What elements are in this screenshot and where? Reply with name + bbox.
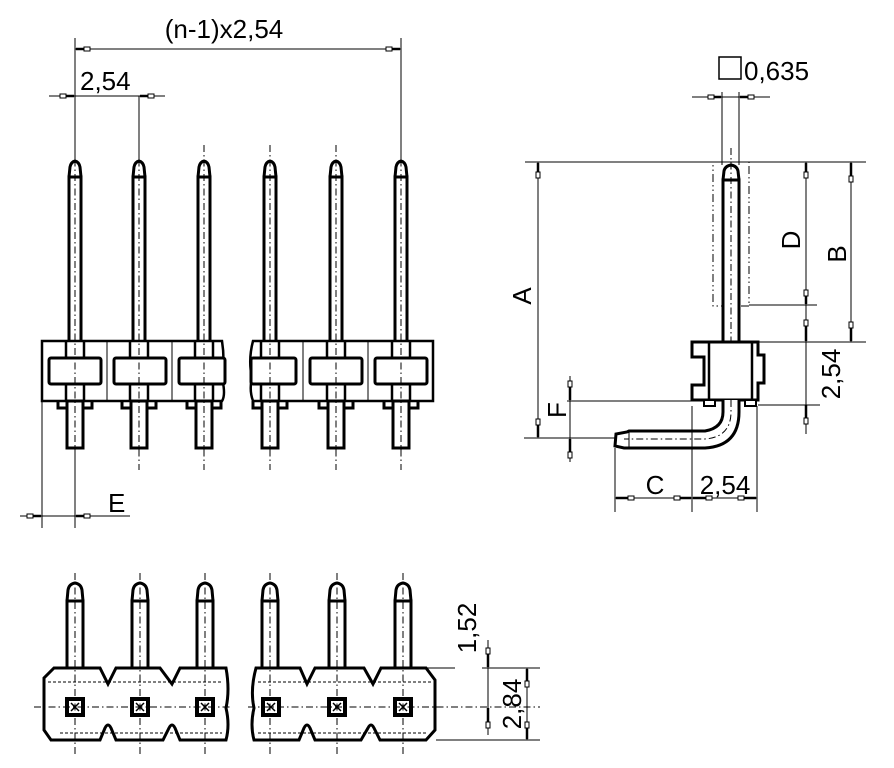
dim-body-depth: 2,84 — [497, 668, 530, 740]
pin-square-label: 0,635 — [744, 56, 809, 86]
dim-d: D — [776, 162, 809, 434]
top-view-pins — [65, 581, 413, 670]
dim-body-depth-label: 2,84 — [497, 679, 527, 730]
dim-b: B — [758, 162, 866, 343]
overall-pitch-dimension: (n-1)x2,54 — [74, 14, 402, 160]
dim-f: F — [542, 376, 692, 462]
dim-body-height-label: 2,54 — [816, 349, 846, 400]
dim-body-height: 2,54 — [758, 319, 846, 425]
dim-a: A — [507, 162, 616, 439]
dim-tail-pitch-label: 2,54 — [700, 470, 751, 500]
top-view: 1,52 2,84 — [34, 573, 540, 755]
side-view: 0,635 — [507, 56, 866, 512]
side-housing — [690, 340, 766, 407]
dim-pin-extension-label: 1,52 — [452, 603, 482, 654]
front-centerlines — [74, 145, 402, 470]
top-view-centerlines — [34, 573, 540, 755]
square-icon — [718, 56, 742, 80]
offset-e-label: E — [108, 488, 125, 518]
dim-c-label: C — [646, 470, 665, 500]
dim-pin-extension: 1,52 — [426, 603, 540, 741]
front-pins — [67, 159, 409, 344]
dim-c: C 2,54 — [614, 406, 758, 512]
pin-square-dimension: 0,635 — [692, 56, 809, 165]
front-housing-right — [249, 339, 435, 403]
dim-f-label: F — [542, 402, 572, 418]
pitch-dimension: 2,54 — [49, 66, 165, 160]
front-pin-tails — [56, 399, 420, 450]
front-view: (n-1)x2,54 2,54 — [20, 14, 435, 528]
overall-pitch-label: (n-1)x2,54 — [165, 14, 284, 44]
offset-e-dimension: E — [20, 401, 130, 528]
pitch-label: 2,54 — [80, 66, 131, 96]
dim-b-label: B — [822, 245, 852, 262]
side-bent-tail — [613, 400, 741, 450]
dim-d-label: D — [776, 231, 806, 250]
dim-a-label: A — [507, 287, 537, 305]
front-housing-left — [40, 339, 227, 403]
